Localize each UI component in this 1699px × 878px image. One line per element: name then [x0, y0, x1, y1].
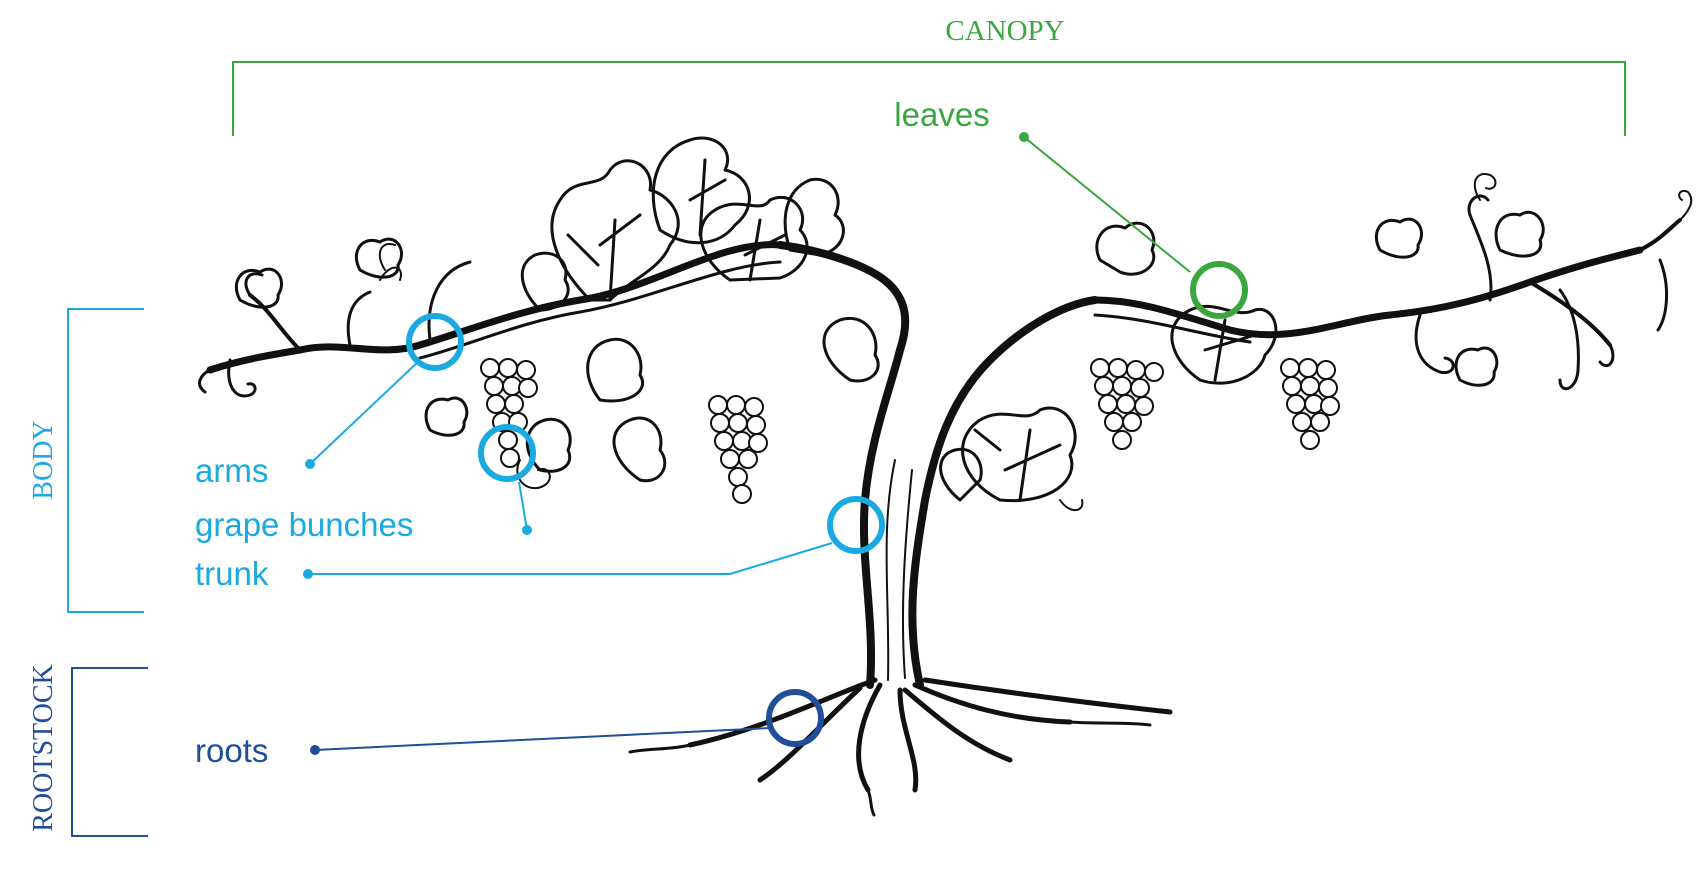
roots-label: roots [195, 732, 268, 769]
tendrils-drawing [380, 174, 1691, 510]
right-arm-drawing [1095, 196, 1680, 389]
grape-bunch-center [709, 396, 767, 503]
roots-drawing [630, 680, 1170, 815]
rootstock-section-label: ROOTSTOCK [28, 664, 59, 832]
leaves-callout: leaves [894, 96, 1245, 316]
grape-bunches-label: grape bunches [195, 506, 413, 543]
trunk-label: trunk [195, 555, 269, 592]
grapevine-illustration [200, 138, 1692, 815]
trunk-marker-ring [830, 499, 882, 551]
canopy-section-label: CANOPY [945, 15, 1064, 47]
grape-bunch-right-2 [1281, 359, 1339, 449]
grape-bunch-right-1 [1091, 359, 1163, 449]
roots-callout: roots [195, 692, 821, 769]
body-section-label: BODY [28, 420, 59, 499]
arms-label: arms [195, 452, 268, 489]
body-bracket: BODY [28, 309, 144, 612]
leaves-label: leaves [894, 96, 989, 133]
rootstock-bracket: ROOTSTOCK [28, 664, 148, 836]
trunk-drawing [780, 245, 1095, 685]
